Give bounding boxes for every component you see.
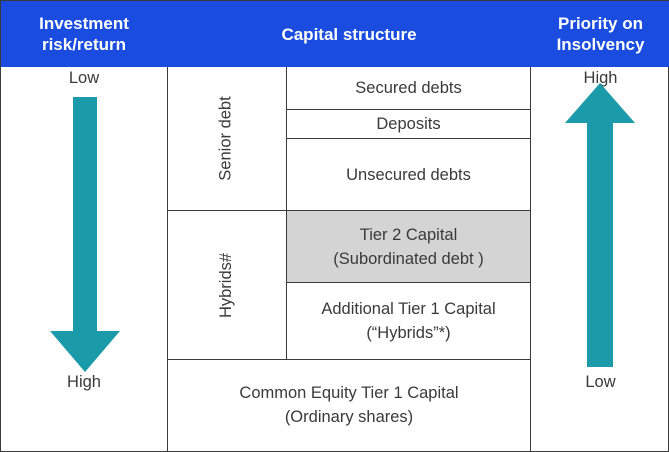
- row-cet1-line2: (Ordinary shares): [284, 408, 414, 426]
- divider-tier2-at1: [286, 282, 530, 283]
- right-bottom-label: Low: [585, 373, 616, 391]
- group-hybrids: Hybrids#: [167, 211, 286, 359]
- arrow-up-icon: [565, 83, 635, 367]
- row-unsecured-debts-label: Unsecured debts: [346, 165, 471, 184]
- header-left-line1: Investment: [39, 14, 129, 33]
- divider-left: [167, 67, 168, 452]
- row-secured-debts: Secured debts: [287, 67, 530, 109]
- row-cet1-line1: Common Equity Tier 1 Capital: [239, 384, 459, 402]
- divider-deposits-unsecured: [286, 138, 530, 139]
- left-bottom-label: High: [67, 373, 101, 391]
- group-senior-debt-label: Senior debt: [217, 96, 235, 181]
- divider-hybrids-cet1: [167, 359, 530, 360]
- arrow-up-shape: [565, 83, 635, 367]
- row-at1-line1: Additional Tier 1 Capital: [321, 300, 496, 318]
- header-left-line2: risk/return: [41, 35, 127, 54]
- row-deposits-label: Deposits: [376, 115, 441, 133]
- row-tier2-line1: Tier 2 Capital: [359, 225, 458, 244]
- header-right-line1: Priority on: [557, 14, 643, 33]
- right-top-label: High: [583, 69, 618, 87]
- divider-senior-hybrids: [167, 210, 530, 211]
- row-deposits: Deposits: [287, 110, 530, 138]
- header-right-line2: Insolvency: [556, 35, 645, 54]
- row-at1-line2: (“Hybrids”*): [366, 324, 451, 342]
- left-top-label: Low: [68, 69, 100, 87]
- header-middle-label: Capital structure: [281, 24, 417, 44]
- arrow-down-icon: [50, 97, 120, 372]
- row-additional-tier1-capital: Additional Tier 1 Capital (“Hybrids”*): [287, 283, 530, 359]
- arrow-down-shape: [50, 97, 120, 372]
- row-tier2-line2: (Subordinated debt ): [333, 249, 484, 268]
- row-common-equity-tier1: Common Equity Tier 1 Capital (Ordinary s…: [168, 360, 530, 450]
- header-capital-structure: Capital structure: [167, 1, 531, 67]
- group-hybrids-label: Hybrids#: [216, 252, 235, 318]
- header-priority-on-insolvency: Priority on Insolvency: [531, 1, 669, 67]
- row-tier2-capital: Tier 2 Capital (Subordinated debt ): [287, 211, 530, 282]
- header-investment-risk-return: Investment risk/return: [1, 1, 167, 67]
- row-secured-debts-label: Secured debts: [355, 79, 462, 97]
- divider-secured-deposits: [286, 109, 530, 110]
- group-senior-debt: Senior debt: [167, 67, 286, 210]
- row-unsecured-debts: Unsecured debts: [287, 139, 530, 210]
- divider-group: [286, 67, 287, 359]
- divider-right: [530, 67, 531, 452]
